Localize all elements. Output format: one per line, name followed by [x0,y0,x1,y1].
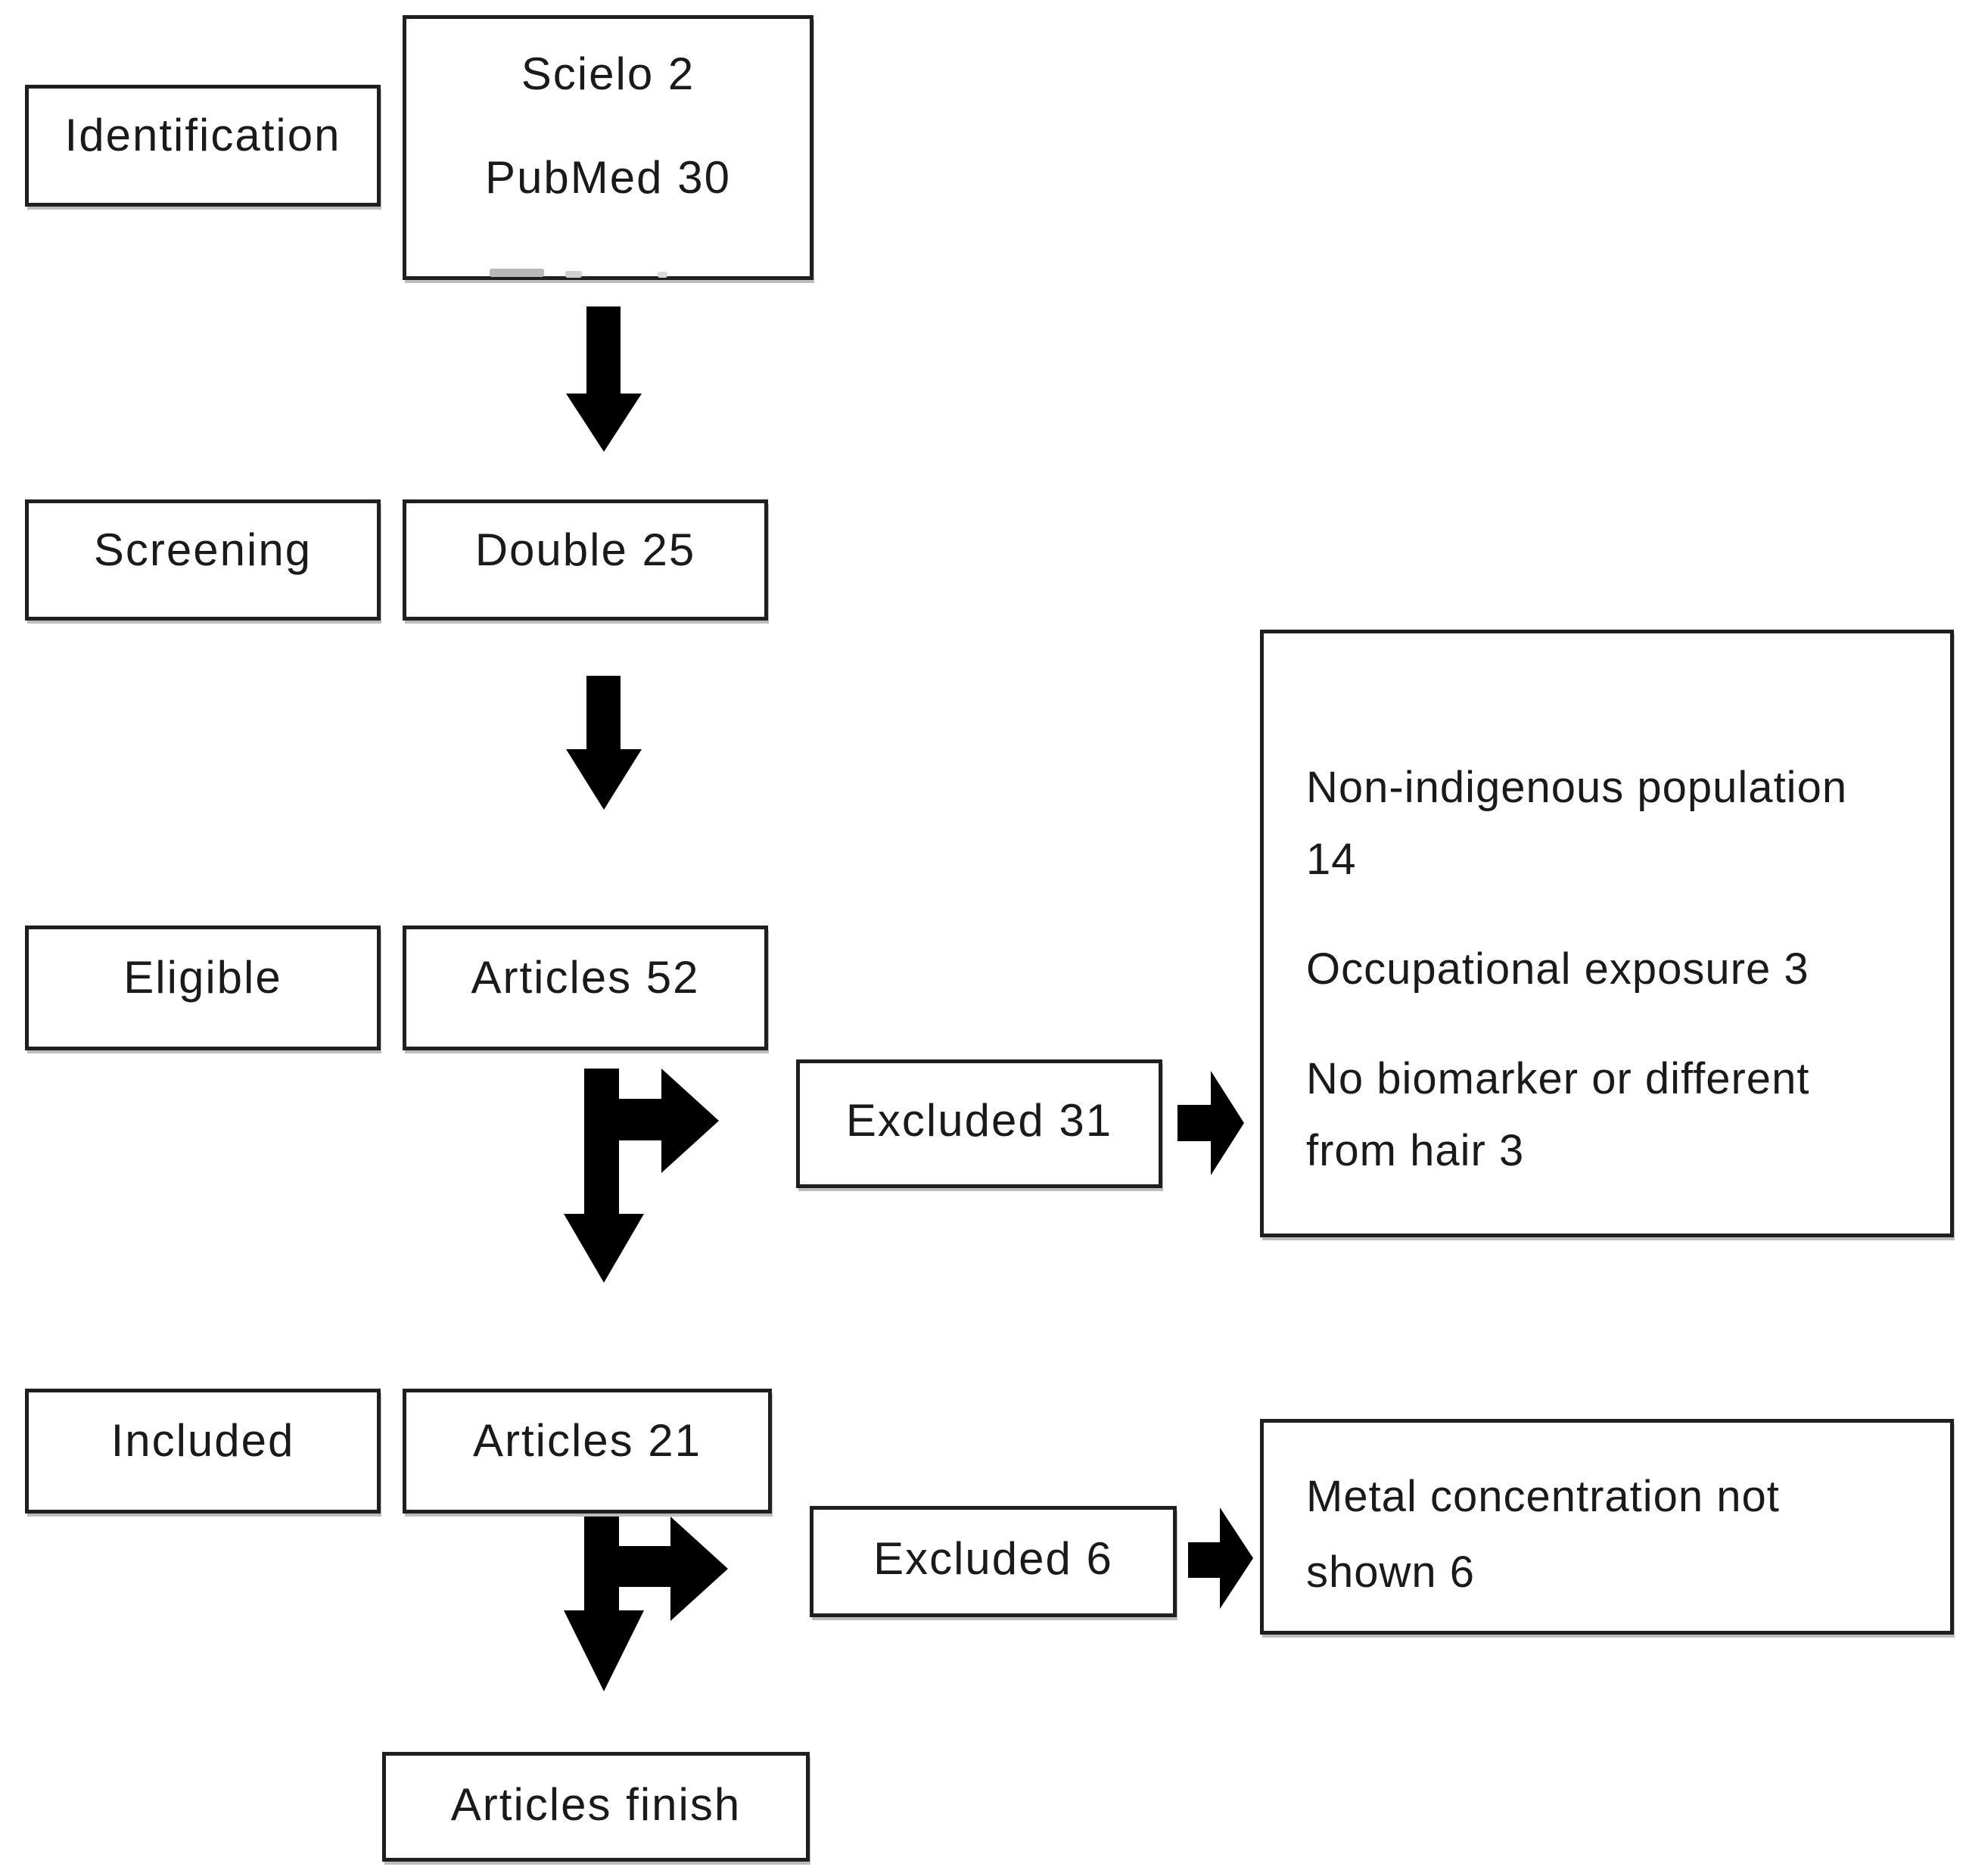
excluded-31-box: Excluded 31 [796,1059,1162,1188]
included-articles-box: Articles 21 [403,1389,772,1514]
eligible-articles-box: Articles 52 [403,926,768,1050]
stage-identification-label: Identification [64,110,341,160]
included-articles-label: Articles 21 [472,1415,702,1466]
clipped-text-fragment [658,272,667,278]
stage-screening-label: Screening [93,524,313,575]
excluded-6-box: Excluded 6 [810,1506,1177,1617]
arrow-sources-to-double-icon [566,306,642,452]
duplicates-box: Double 25 [403,499,768,621]
arrow-articles52-branch-icon [564,1069,719,1283]
stage-identification-box: Identification [25,85,381,207]
exclusion-reason: No biomarker or different from hair 3 [1306,1054,1810,1175]
final-articles-box: Articles finish [382,1752,810,1862]
stage-eligible-label: Eligible [123,952,282,1003]
sources-box: Scielo 2 PubMed 30 [403,15,813,280]
exclusion-reason: Metal concentration not shown 6 [1306,1472,1780,1597]
stage-included-label: Included [110,1415,295,1466]
stage-screening-box: Screening [25,499,381,621]
excluded-6-label: Excluded 6 [873,1533,1113,1584]
source-scielo-label: Scielo 2 [521,48,695,99]
arrow-articles21-branch-icon [564,1514,728,1691]
duplicates-label: Double 25 [474,524,696,575]
arrow-excluded31-to-reasons-icon [1177,1071,1244,1175]
clipped-text-fragment [490,269,544,277]
arrow-excluded6-to-reasons-icon [1188,1507,1253,1609]
exclusion-reasons-31-box: Non-indigenous population 14 Occupationa… [1260,630,1954,1237]
clipped-text-fragment [565,271,582,278]
final-articles-label: Articles finish [450,1779,742,1830]
arrow-double-to-articles52-icon [566,676,642,810]
source-pubmed-label: PubMed 30 [485,152,731,203]
exclusion-reason: Occupational exposure 3 [1306,944,1809,994]
stage-included-box: Included [25,1389,381,1514]
excluded-31-label: Excluded 31 [845,1094,1113,1146]
exclusion-reason: Non-indigenous population 14 [1306,763,1848,884]
eligible-articles-label: Articles 52 [471,952,700,1003]
stage-eligible-box: Eligible [25,926,381,1050]
exclusion-reasons-6-box: Metal concentration not shown 6 [1260,1419,1954,1635]
